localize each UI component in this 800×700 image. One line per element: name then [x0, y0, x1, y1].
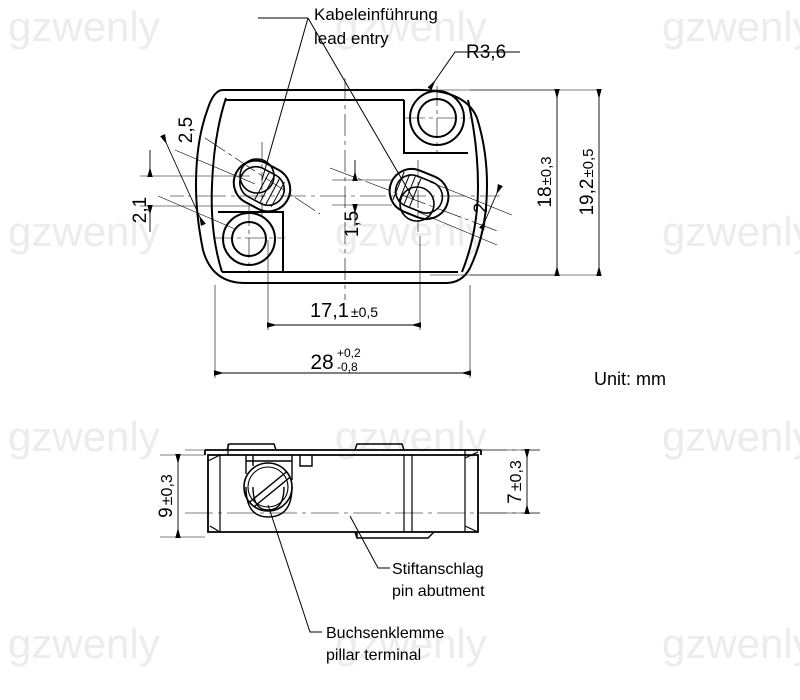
label-pin-abutment-de: Stiftanschlag: [392, 561, 484, 578]
dim-2-1-label: 2,1: [130, 197, 151, 223]
screw-head: [243, 462, 293, 512]
svg-text:7±0,3: 7 ±0,3: [505, 460, 526, 504]
label-pillar-terminal-en: pillar terminal: [326, 647, 421, 664]
dim-1-5: 1,5: [342, 160, 363, 237]
dim-1-5-label: 1,5: [342, 211, 363, 237]
svg-text:18±0,3: 18±0,3: [535, 156, 556, 207]
top-view-steps: [218, 99, 468, 273]
dim-28-tolerance-upper: +0,2: [337, 346, 361, 360]
dim-18-tolerance: ±0,3: [538, 156, 555, 185]
dim-18-value: 18: [535, 186, 556, 207]
dim-2-1: 2,1: [130, 150, 153, 232]
dim-28: 28 +0,2 -0,8: [214, 346, 471, 376]
dim-28-tolerance-lower: -0,8: [337, 360, 358, 374]
label-pillar-terminal-de: Buchsenklemme: [326, 625, 444, 642]
dim-9-tolerance: ±0,3: [159, 474, 176, 505]
dim-7-value: 7: [505, 493, 526, 504]
dim-28-value: 28: [310, 351, 333, 374]
label-lead-entry-en: lead entry: [314, 29, 389, 48]
lead-entry-slot-left: [232, 158, 292, 213]
side-view: 9 ±0,3 7 ±0,3: [156, 443, 540, 633]
svg-text:9±0,3: 9 ±0,3: [156, 474, 177, 518]
svg-text:19,2±0,5: 19,2 ±0,5: [577, 148, 598, 215]
label-lead-entry-de: Kabeleinführung: [314, 5, 438, 24]
dim-19-2-value: 19,2: [577, 179, 598, 216]
dim-17-1-value: 17,1: [310, 300, 349, 322]
dim-19-2-tolerance: ±0,5: [580, 148, 597, 177]
hole-left-lower: [222, 212, 276, 266]
side-view-extension-lines: [160, 449, 540, 538]
dim-9-value: 9: [156, 507, 177, 518]
dim-9: 9 ±0,3: [156, 454, 181, 538]
dim-2-5-label: 2,5: [176, 117, 197, 143]
dim-2-5: 2,5: [160, 117, 206, 227]
label-radius: R3,6: [466, 42, 506, 63]
dim-17-1: 17,1±0,5: [267, 300, 421, 328]
svg-text:17,1±0,5: 17,1±0,5: [310, 300, 378, 322]
dim-7: 7 ±0,3: [505, 449, 530, 514]
dim-2: 2: [471, 184, 503, 230]
dim-17-1-tolerance: ±0,5: [351, 304, 378, 320]
hole-right-upper: [409, 90, 465, 146]
lead-entry-slot-right: [388, 168, 450, 222]
dim-2-label: 2: [471, 203, 492, 214]
top-view-leaders: [258, 17, 520, 201]
annotations: Kabeleinführung lead entry R3,6 Unit: mm…: [314, 5, 666, 664]
dim-18: 18±0,3: [535, 89, 560, 276]
dim-19-2: 19,2 ±0,5: [577, 89, 602, 276]
side-view-interior-lines: [207, 444, 479, 533]
label-unit: Unit: mm: [594, 369, 666, 389]
top-view-centerlines: [170, 78, 501, 300]
label-pin-abutment-en: pin abutment: [392, 583, 485, 600]
top-view: 2,5 2,1 1,5 2 1: [130, 17, 602, 378]
side-view-centerlines: [185, 449, 540, 514]
top-view-extension-lines: [140, 89, 600, 378]
dim-7-tolerance: ±0,3: [508, 460, 525, 491]
side-view-bottom-tab: [354, 531, 435, 539]
side-view-leaders: [267, 504, 390, 633]
